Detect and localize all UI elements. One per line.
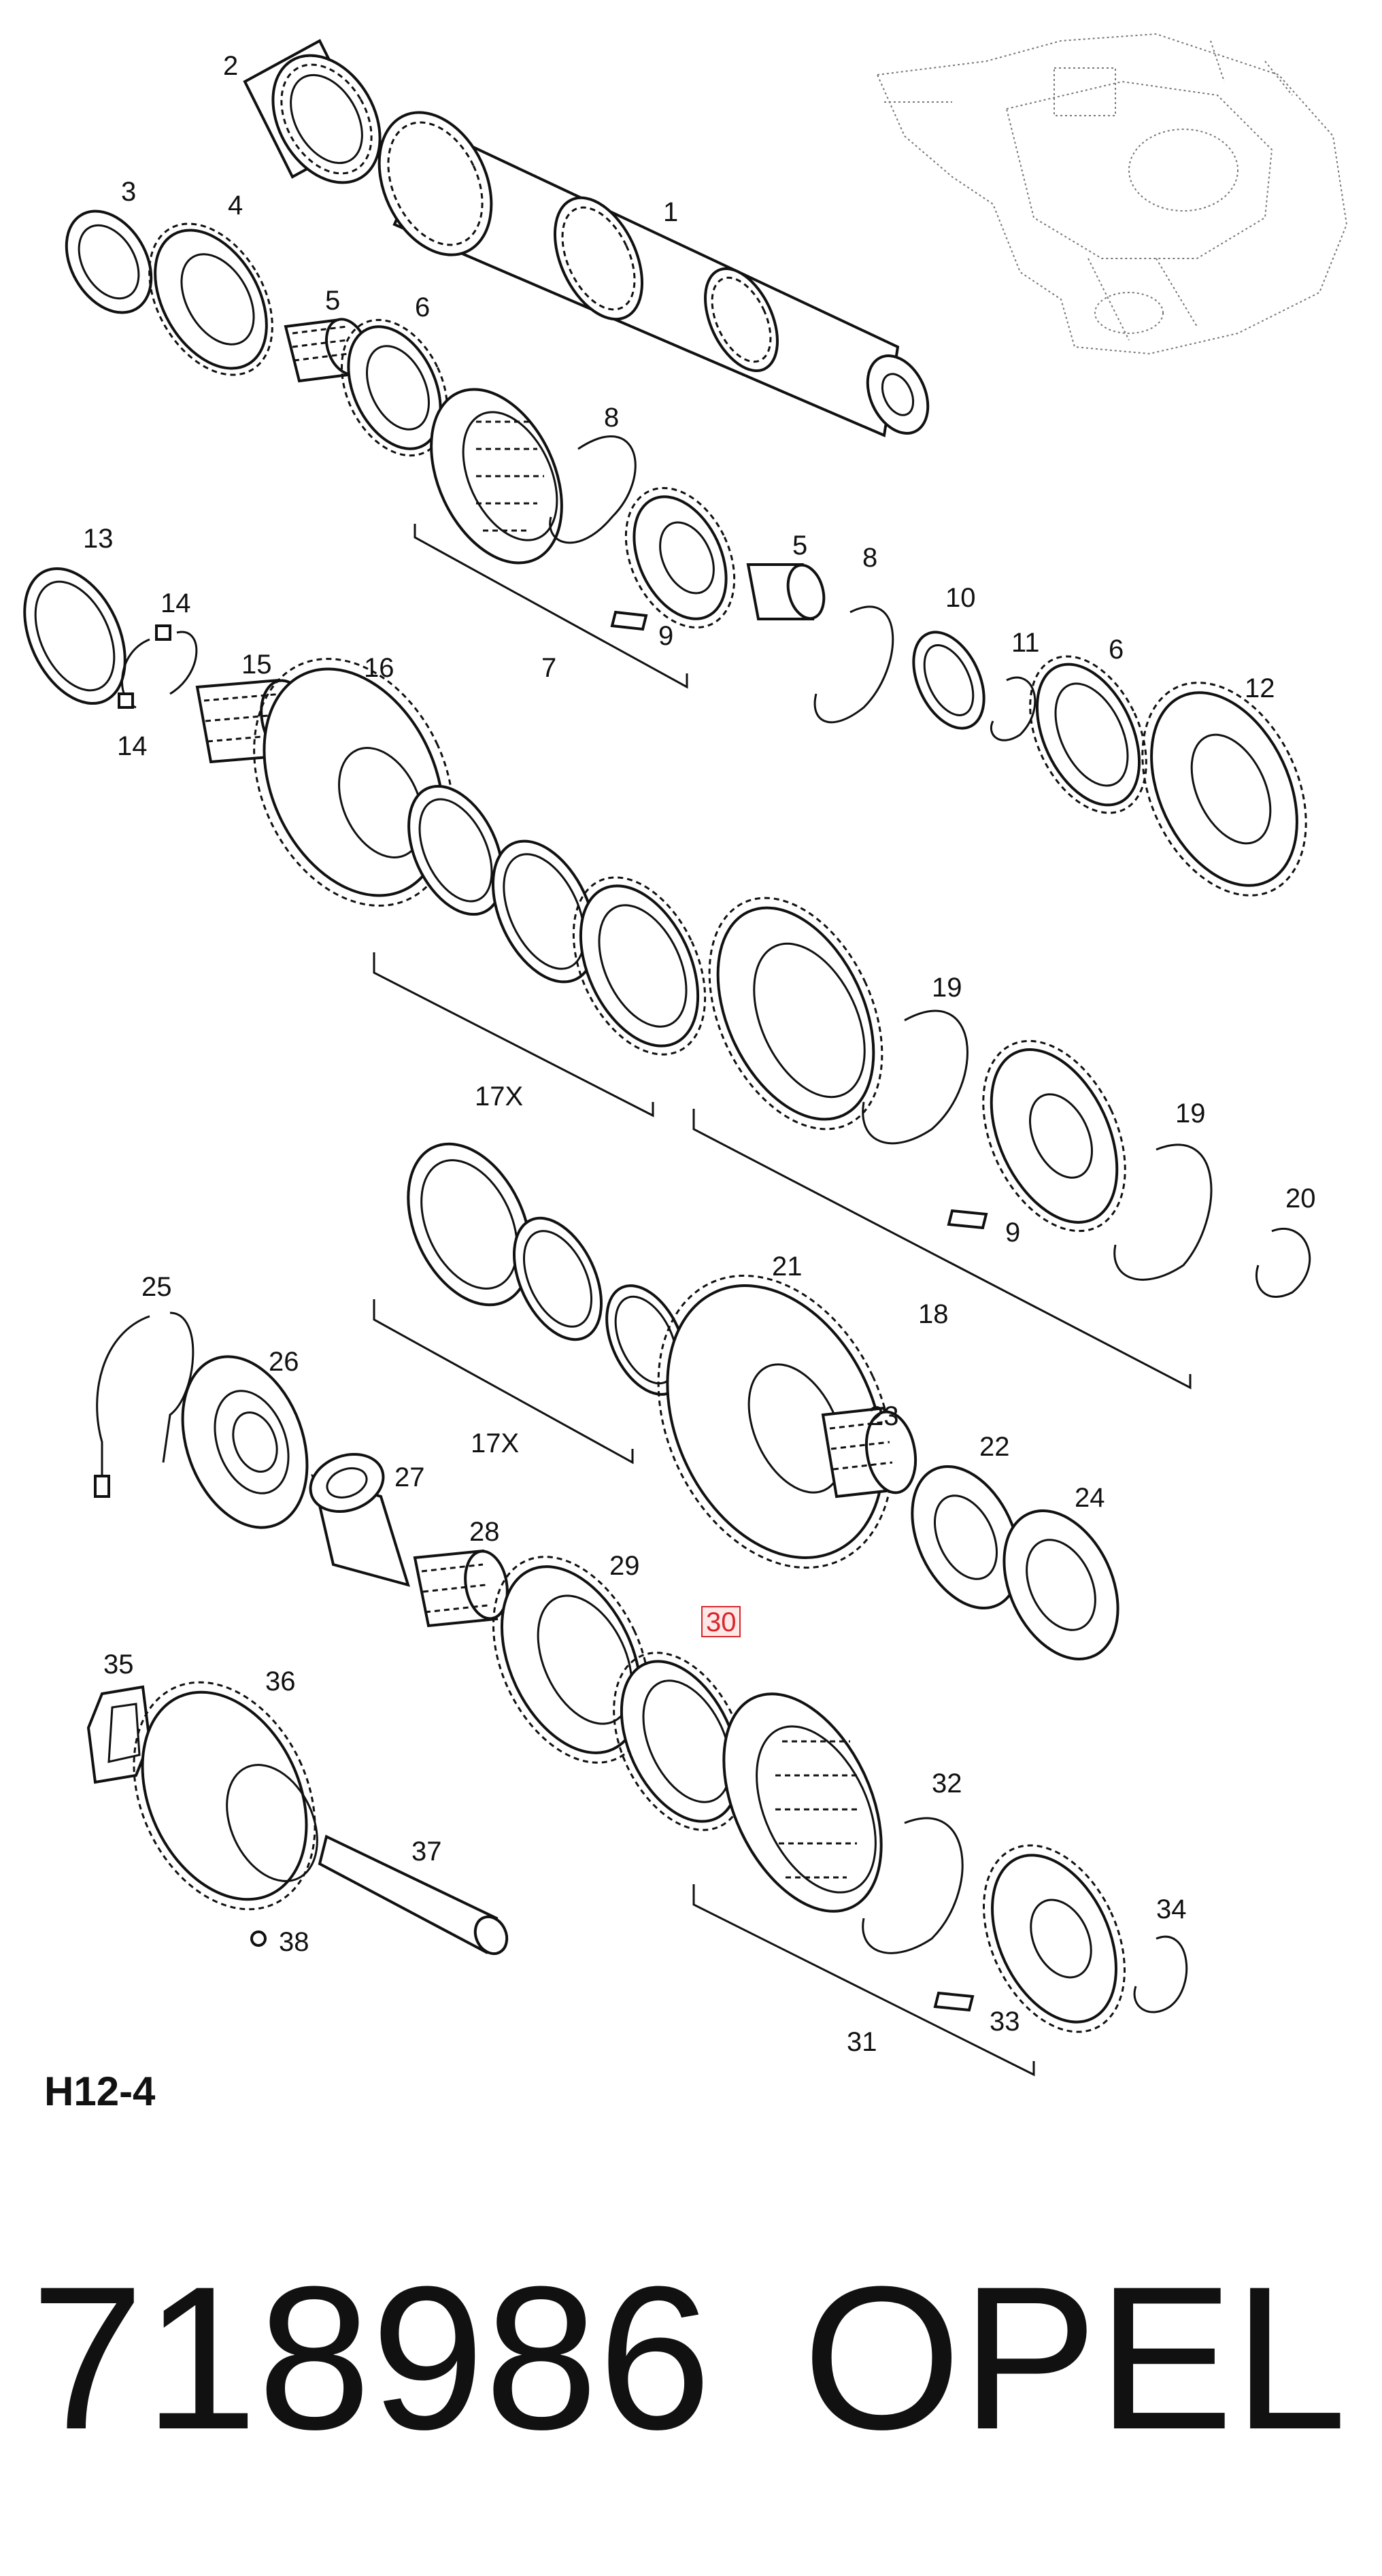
part-7-synchronizer-assembly [430, 388, 736, 629]
highlight-box-30 [701, 1606, 741, 1637]
part-33-key [933, 1991, 975, 2012]
label-10: 10 [945, 583, 976, 613]
label-12: 12 [1245, 673, 1275, 703]
bracket-18 [692, 1109, 1192, 1390]
part-12-gear [1141, 682, 1307, 897]
brand-name: OPEL [803, 2243, 1347, 2472]
label-1: 1 [663, 197, 678, 227]
part-18-synchronizer-assembly [708, 897, 1126, 1233]
label-32: 32 [932, 1769, 962, 1799]
bracket-17x-a [373, 952, 654, 1118]
part-27-bushing [309, 1452, 410, 1587]
part-35-washer [86, 1685, 152, 1784]
label-20: 20 [1285, 1184, 1316, 1214]
part-34-circlip [1133, 1935, 1188, 2013]
part-1-main-shaft [377, 111, 930, 437]
label-6a: 6 [415, 292, 430, 322]
label-29: 29 [609, 1551, 640, 1581]
label-18: 18 [918, 1299, 949, 1329]
part-17x-synchro-set-a [407, 784, 707, 1056]
gearbox-thumbnail [876, 33, 1348, 355]
label-14b: 14 [117, 731, 148, 761]
label-15: 15 [241, 650, 272, 680]
part-30-sync-ring [613, 1652, 747, 1831]
label-26: 26 [269, 1347, 299, 1377]
label-17x-a: 17X [475, 1082, 523, 1111]
label-35: 35 [103, 1650, 134, 1679]
label-19a: 19 [932, 973, 962, 1003]
label-30: 30 [706, 1607, 737, 1637]
part-36-reverse-idler-gear [133, 1681, 318, 1911]
label-17x-b: 17X [471, 1428, 519, 1458]
label-23: 23 [869, 1401, 899, 1431]
label-25: 25 [141, 1272, 172, 1302]
part-4-gear [148, 222, 273, 376]
label-5b: 5 [792, 531, 807, 561]
label-28: 28 [469, 1517, 500, 1547]
part-14-split-ring [118, 624, 198, 709]
label-8a: 8 [604, 403, 619, 433]
part-3-thrust-ring [65, 210, 153, 314]
label-38: 38 [279, 1927, 309, 1957]
part-5-needle-bearing [284, 318, 369, 383]
label-5a: 5 [325, 286, 340, 316]
bracket-31 [692, 1884, 1035, 2077]
part-number: 718986 [31, 2243, 711, 2472]
label-9a: 9 [658, 621, 673, 651]
label-27: 27 [394, 1462, 425, 1492]
label-24: 24 [1075, 1483, 1105, 1513]
label-16: 16 [364, 653, 394, 683]
part-20-circlip [1255, 1228, 1311, 1298]
label-14a: 14 [161, 588, 191, 618]
part-31-synchronizer-assembly [722, 1692, 1126, 2033]
label-3: 3 [121, 177, 136, 207]
part-11-circlip [990, 676, 1036, 741]
label-21: 21 [772, 1252, 803, 1282]
label-33: 33 [990, 2007, 1020, 2037]
part-9-key [610, 610, 988, 1230]
label-34: 34 [1156, 1894, 1187, 1924]
part-22-thrust-washer [911, 1465, 1021, 1609]
part-32-circlip [862, 1817, 964, 1954]
part-6-sync-ring [341, 318, 448, 457]
part-19-circlip [862, 1009, 1213, 1281]
label-36: 36 [265, 1667, 296, 1696]
label-22: 22 [979, 1432, 1010, 1462]
label-4: 4 [228, 190, 243, 220]
label-6b: 6 [1109, 635, 1124, 665]
part-10-ring [912, 631, 985, 730]
label-19b: 19 [1175, 1099, 1206, 1128]
part-5b-needle-bearing [746, 563, 826, 620]
part-8-circlip [549, 435, 894, 724]
part-21-gear [657, 1274, 894, 1569]
part-26-ball-bearing [181, 1355, 309, 1529]
figure-code: H12-4 [44, 2069, 156, 2114]
part-23-needle-bearing [821, 1406, 917, 1499]
label-2: 2 [223, 51, 238, 81]
part-16-gear [253, 658, 454, 907]
label-31: 31 [847, 2027, 877, 2057]
part-38-ball [250, 1930, 267, 1947]
label-37: 37 [411, 1837, 442, 1867]
part-25-circlip [94, 1311, 195, 1498]
bracket-7 [414, 524, 688, 689]
label-13: 13 [83, 524, 114, 554]
part-17x-synchro-set-b [407, 1142, 687, 1396]
part-2-bearing [243, 39, 382, 184]
label-9b: 9 [1005, 1218, 1020, 1248]
label-11: 11 [1011, 628, 1040, 658]
part-28-needle-bearing [413, 1549, 509, 1628]
part-6b-sync-ring [1029, 655, 1147, 814]
part-37-idler-shaft [318, 1835, 509, 1956]
part-13-thrust-washer [23, 567, 127, 705]
part-29-gear [492, 1556, 651, 1764]
label-7: 7 [541, 653, 556, 683]
bracket-17x-b [373, 1299, 634, 1465]
label-8b: 8 [862, 543, 877, 573]
part-24-thrust-washer [1002, 1509, 1119, 1660]
callout-labels: 1 2 3 4 5 6 8 7 9 5 8 13 14 14 15 16 10 … [83, 51, 1316, 2057]
